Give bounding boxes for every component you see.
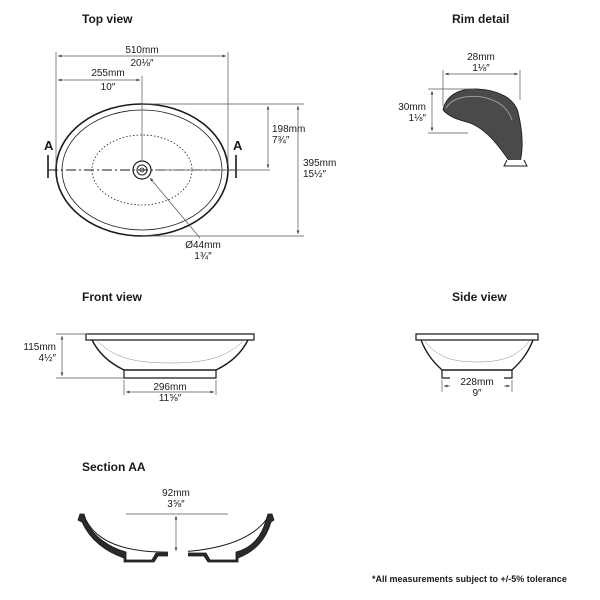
rim-inner-shade <box>445 95 513 121</box>
top-view-dimensions <box>55 52 304 239</box>
dim-width: 510mm <box>125 45 159 56</box>
section-shell <box>77 513 275 563</box>
front-base <box>123 370 217 379</box>
rim-detail-dimensions <box>428 70 521 134</box>
side-bowl-inner <box>423 339 531 363</box>
front-bowl-inner <box>95 339 245 364</box>
section-aa-heading: Section AA <box>82 460 146 474</box>
section-mark-left: A <box>44 138 54 153</box>
side-rim <box>415 333 539 341</box>
section-aa-dimensions <box>126 513 228 551</box>
rim-detail-drawing <box>442 88 528 167</box>
front-bowl <box>91 339 249 371</box>
dim-section-depth: 92mm 3⅝″ <box>162 488 190 510</box>
rim-detail-heading: Rim detail <box>452 12 510 26</box>
dim-rim-width: 28mm 1⅛″ <box>467 52 495 74</box>
front-view-heading: Front view <box>82 290 143 304</box>
section-mark-right: A <box>233 138 243 153</box>
dim-side-base: 228mm 9″ <box>450 377 504 399</box>
side-view-drawing <box>415 333 539 379</box>
dim-depth: 395mm 15½″ <box>303 158 337 180</box>
side-view-heading: Side view <box>452 290 507 304</box>
top-view-heading: Top view <box>82 12 133 26</box>
front-rim <box>85 333 255 341</box>
dim-front-base: 296mm 11⅝″ <box>153 382 187 404</box>
tolerance-note: *All measurements subject to +/-5% toler… <box>372 574 567 584</box>
dim-drain: Ø44mm 1¾″ <box>185 240 221 262</box>
side-bowl <box>420 339 534 371</box>
dim-half-depth: 198mm 7¾″ <box>272 124 306 146</box>
rim-mount-break <box>503 159 528 167</box>
front-view-drawing <box>85 333 255 379</box>
section-inner-surface <box>85 519 267 553</box>
section-aa-drawing <box>77 513 275 564</box>
dim-half-width: 255mm <box>91 68 125 79</box>
dim-front-height: 115mm 4½″ <box>23 342 56 364</box>
dim-width-inch: 20⅛″ <box>130 58 154 69</box>
section-drain-gap <box>168 550 188 564</box>
front-view-dimensions <box>56 333 217 395</box>
dim-half-width-inch: 10″ <box>100 82 116 93</box>
dim-rim-height: 30mm 1⅛″ <box>398 102 426 124</box>
